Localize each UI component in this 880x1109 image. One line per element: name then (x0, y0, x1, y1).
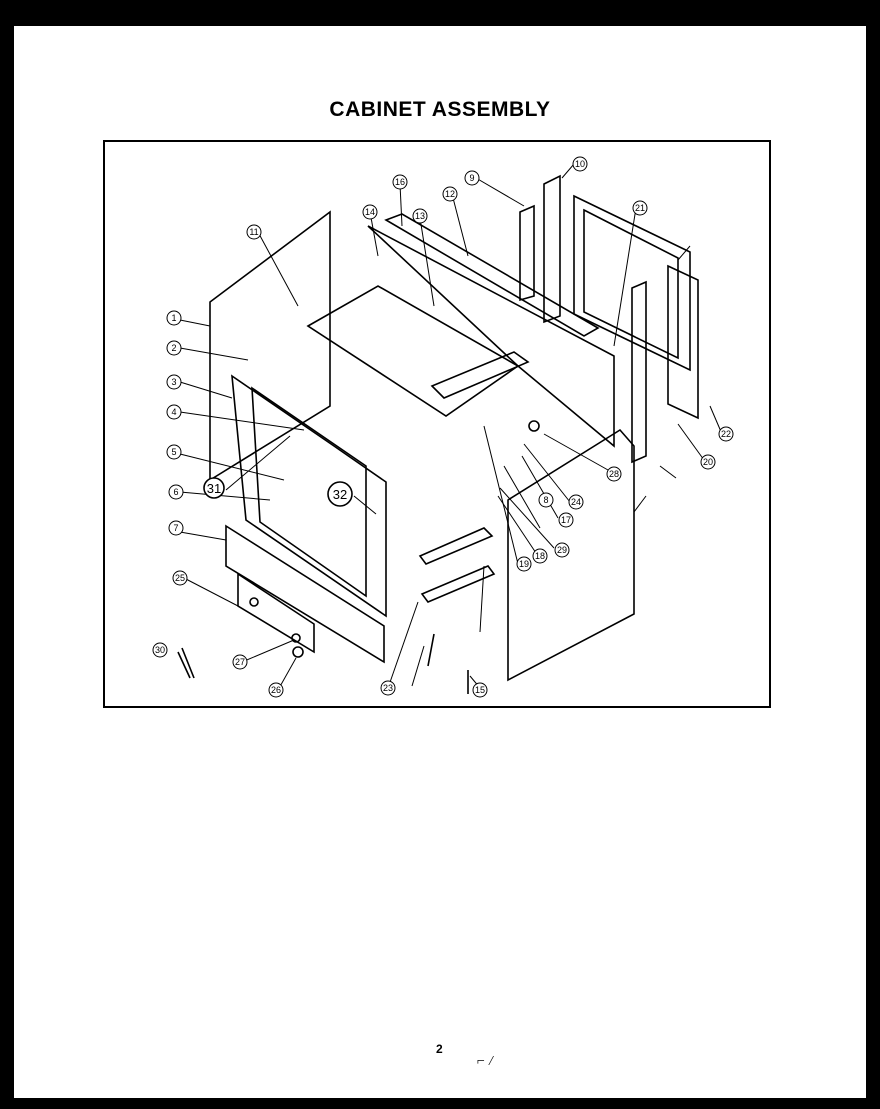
svg-text:15: 15 (475, 685, 485, 695)
callout-21: 21 (632, 200, 648, 216)
svg-text:28: 28 (609, 469, 619, 479)
svg-text:12: 12 (445, 189, 455, 199)
svg-text:4: 4 (171, 407, 176, 417)
front-rail (430, 351, 530, 399)
callout-15: 15 (472, 682, 488, 698)
back-box (367, 225, 615, 448)
svg-text:5: 5 (171, 447, 176, 457)
callout-13: 13 (412, 208, 428, 224)
exploded-view-diagram: 1 2 3 4 5 6 7 8 9 10 11 12 13 14 15 16 1… (152, 156, 734, 698)
callout-7: 7 (168, 520, 184, 536)
svg-text:26: 26 (271, 685, 281, 695)
svg-text:13: 13 (415, 211, 425, 221)
shelf-23 (418, 527, 494, 565)
svg-text:19: 19 (519, 559, 529, 569)
callout-14: 14 (362, 204, 378, 220)
back-frame (573, 194, 691, 372)
callout-23: 23 (380, 680, 396, 696)
callout-12: 12 (442, 186, 458, 202)
callout-20: 20 (700, 454, 716, 470)
svg-text:17: 17 (561, 515, 571, 525)
back-frame-opening (583, 208, 679, 360)
svg-text:21: 21 (635, 203, 645, 213)
callout-4: 4 (166, 404, 182, 420)
callout-2: 2 (166, 340, 182, 356)
front-frame (231, 374, 387, 618)
svg-text:24: 24 (571, 497, 581, 507)
svg-text:32: 32 (333, 487, 347, 502)
svg-text:6: 6 (173, 487, 178, 497)
callout-28: 28 (606, 466, 622, 482)
shelf-2 (420, 565, 496, 603)
diagram-frame (103, 140, 771, 708)
handwritten-mark: ⌐ / (476, 1054, 493, 1069)
callout-18: 18 (532, 548, 548, 564)
callout-31: 31 (203, 477, 225, 499)
svg-text:14: 14 (365, 207, 375, 217)
parts-sheet: CABINET ASSEMBLY (14, 26, 866, 1098)
svg-text:16: 16 (395, 177, 405, 187)
callout-11: 11 (246, 224, 262, 240)
callout-1: 1 (166, 310, 182, 326)
upright-10 (543, 174, 561, 324)
callout-27: 27 (232, 654, 248, 670)
callout-8: 8 (538, 492, 554, 508)
upright-c (667, 264, 699, 420)
right-side-panel (507, 428, 635, 682)
callout-9: 9 (464, 170, 480, 186)
page-title: CABINET ASSEMBLY (329, 98, 551, 121)
callout-16: 16 (392, 174, 408, 190)
callout-30: 30 (152, 642, 168, 658)
callout-3: 3 (166, 374, 182, 390)
svg-text:9: 9 (469, 173, 474, 183)
callout-29: 29 (554, 542, 570, 558)
callout-24: 24 (568, 494, 584, 510)
lower-rail (225, 524, 385, 664)
top-rail-16 (384, 213, 600, 337)
top-panel (306, 285, 520, 417)
front-frame-opening (251, 386, 367, 598)
svg-text:1: 1 (171, 313, 176, 323)
svg-text:29: 29 (557, 545, 567, 555)
svg-text:20: 20 (703, 457, 713, 467)
callout-10: 10 (572, 156, 588, 172)
callout-6: 6 (168, 484, 184, 500)
callout-26: 26 (268, 682, 284, 698)
svg-text:3: 3 (171, 377, 176, 387)
svg-text:25: 25 (175, 573, 185, 583)
svg-text:8: 8 (543, 495, 548, 505)
page-number: 2 (436, 1042, 443, 1056)
svg-text:11: 11 (249, 227, 258, 237)
svg-text:10: 10 (575, 159, 585, 169)
left-side-panel (209, 210, 331, 482)
bottom-tray (237, 572, 315, 654)
svg-text:7: 7 (173, 523, 178, 533)
svg-text:23: 23 (383, 683, 393, 693)
svg-text:30: 30 (155, 645, 165, 655)
callout-17: 17 (558, 512, 574, 528)
upright-9 (519, 204, 535, 302)
upright-8 (631, 280, 647, 464)
callout-32: 32 (327, 481, 353, 507)
svg-text:18: 18 (535, 551, 545, 561)
callout-5: 5 (166, 444, 182, 460)
svg-text:22: 22 (721, 429, 731, 439)
svg-text:2: 2 (171, 343, 176, 353)
callout-22: 22 (718, 426, 734, 442)
svg-text:31: 31 (207, 481, 221, 496)
svg-text:27: 27 (235, 657, 245, 667)
callout-19: 19 (516, 556, 532, 572)
callout-25: 25 (172, 570, 188, 586)
